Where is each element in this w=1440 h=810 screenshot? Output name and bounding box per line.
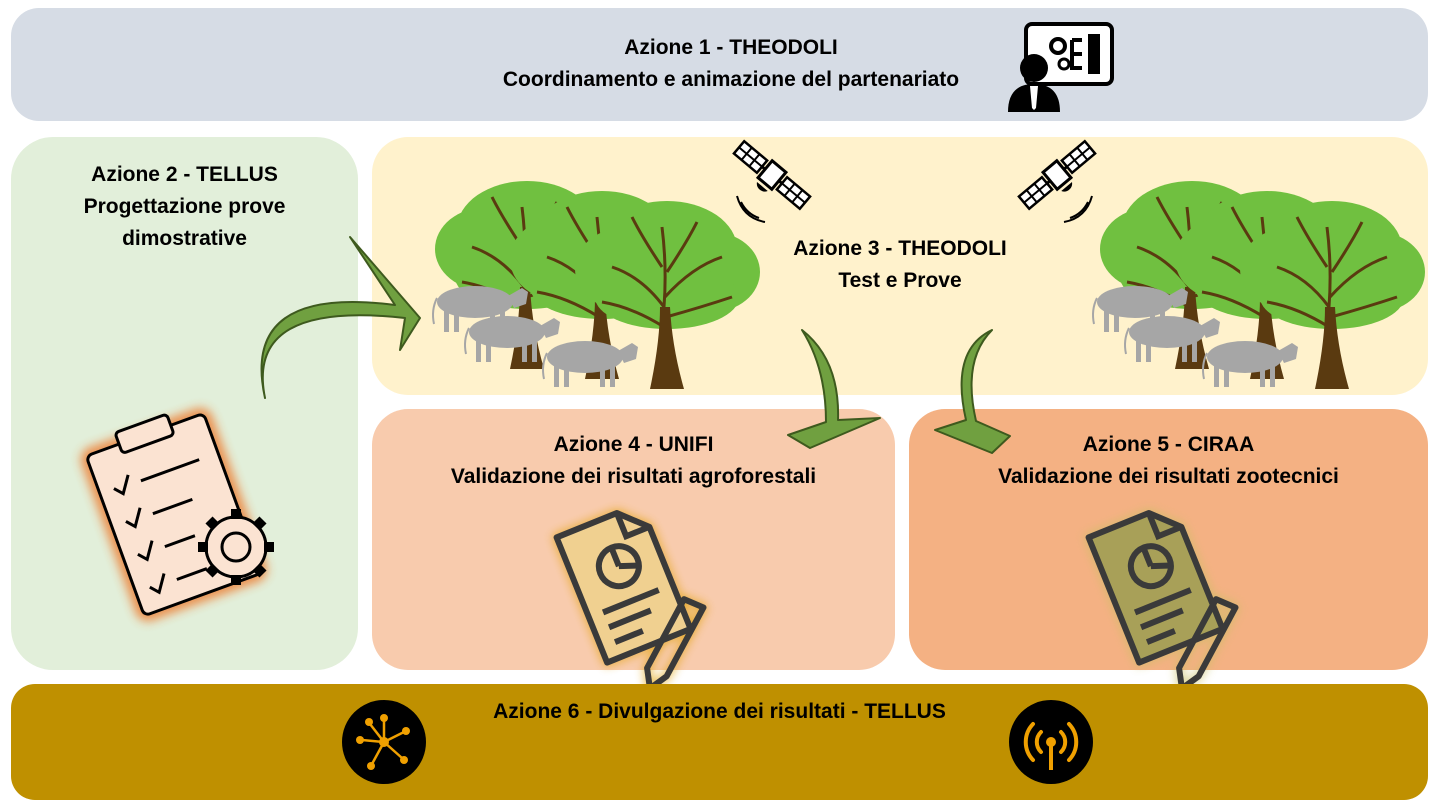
action6-box: Azione 6 - Divulgazione dei risultati - … xyxy=(11,684,1428,800)
trees-cows-left xyxy=(432,179,762,391)
action2-line1: Azione 2 - TELLUS xyxy=(91,163,278,186)
action4-title: Azione 4 - UNIFI Validazione dei risulta… xyxy=(372,429,895,493)
broadcast-icon xyxy=(1009,700,1093,784)
action1-box: Azione 1 - THEODOLI Coordinamento e anim… xyxy=(11,8,1428,121)
action1-title: Azione 1 - THEODOLI Coordinamento e anim… xyxy=(11,32,1440,96)
action4-box: Azione 4 - UNIFI Validazione dei risulta… xyxy=(372,409,895,670)
cow-icon xyxy=(542,340,639,388)
action5-box: Azione 5 - CIRAA Validazione dei risulta… xyxy=(909,409,1428,670)
action1-line2: Coordinamento e animazione del partenari… xyxy=(502,68,960,91)
action5-line2: Validazione dei risultati zootecnici xyxy=(998,465,1339,488)
trees-cows-right xyxy=(1092,179,1427,391)
cow-icon xyxy=(1202,340,1299,388)
action6-line1: Azione 6 - Divulgazione dei risultati - … xyxy=(493,700,946,723)
action5-line1: Azione 5 - CIRAA xyxy=(1082,433,1255,456)
satellite-icon xyxy=(725,137,814,223)
action2-line2: Progettazione prove xyxy=(83,195,286,218)
action3-line1: Azione 3 - THEODOLI xyxy=(793,237,1007,260)
action4-line2: Validazione dei risultati agroforestali xyxy=(450,465,817,488)
action2-box: Azione 2 - TELLUS Progettazione prove di… xyxy=(11,137,358,670)
action2-line3: dimostrative xyxy=(122,227,247,250)
action5-title: Azione 5 - CIRAA Validazione dei risulta… xyxy=(909,429,1428,493)
action2-title: Azione 2 - TELLUS Progettazione prove di… xyxy=(11,159,358,255)
action3-line2: Test e Prove xyxy=(838,269,962,292)
clipboard-gear-icon xyxy=(80,408,274,622)
manager-dashboard-icon xyxy=(1008,22,1114,112)
network-icon xyxy=(342,700,426,784)
action4-line1: Azione 4 - UNIFI xyxy=(553,433,714,456)
report-chart-icon xyxy=(1079,509,1249,699)
report-chart-icon xyxy=(547,509,717,699)
action1-line1: Azione 1 - THEODOLI xyxy=(624,36,838,59)
satellite-icon xyxy=(1015,137,1104,223)
action6-title: Azione 6 - Divulgazione dei risultati - … xyxy=(11,696,1428,728)
action3-box: Azione 3 - THEODOLI Test e Prove xyxy=(372,137,1428,395)
action3-title: Azione 3 - THEODOLI Test e Prove xyxy=(732,233,1068,297)
